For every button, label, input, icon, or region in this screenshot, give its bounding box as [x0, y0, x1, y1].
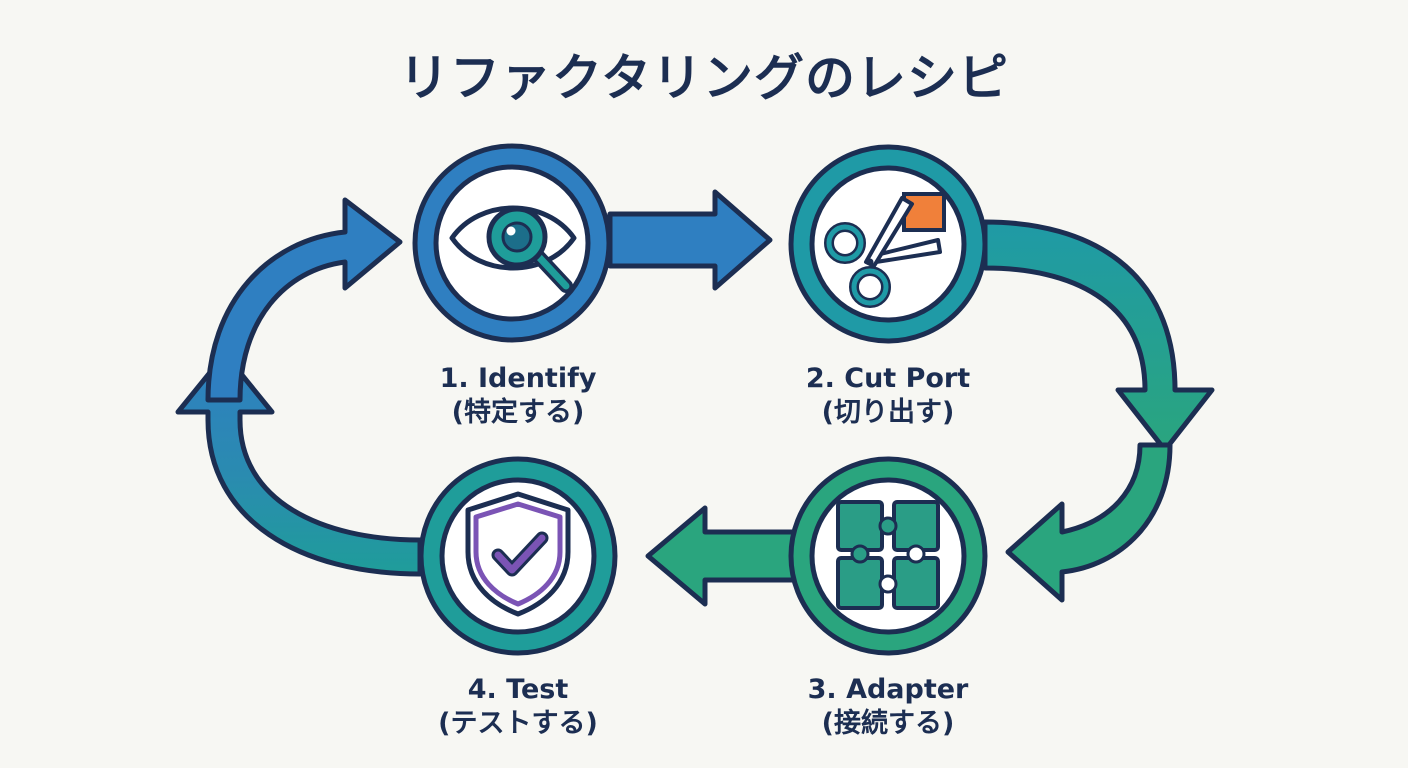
- step-cutport-node: [788, 144, 988, 344]
- arrow-left-loop-up: [175, 351, 423, 577]
- arrow-left-loop-top: [205, 197, 403, 403]
- step-cutport-subtitle: (切り出す): [821, 397, 955, 428]
- step-adapter-title: 3. Adapter: [807, 674, 969, 705]
- step-test-label: 4. Test (テストする): [358, 673, 678, 741]
- eye-magnifier-icon: [449, 205, 577, 293]
- puzzle-icon: [836, 500, 940, 610]
- step-identify-node: [412, 143, 612, 343]
- shield-check-icon: [465, 491, 571, 617]
- diagram-title: リファクタリングのレシピ: [399, 49, 1009, 107]
- step-test-subtitle: (テストする): [438, 708, 598, 739]
- step-identify-subtitle: (特定する): [451, 397, 585, 428]
- arrow-identify-to-cutport: [607, 189, 773, 291]
- step-test-node: [418, 456, 618, 656]
- arrow-adapter-to-test: [645, 505, 808, 607]
- step-test-title: 4. Test: [467, 674, 569, 705]
- step-identify-label: 1. Identify (特定する): [358, 362, 678, 430]
- step-cutport-label: 2. Cut Port (切り出す): [728, 362, 1048, 430]
- step-adapter-node: [788, 456, 988, 656]
- step-adapter-subtitle: (接続する): [821, 708, 955, 739]
- step-cutport-title: 2. Cut Port: [805, 363, 971, 394]
- scissors-icon: [824, 192, 946, 308]
- step-identify-title: 1. Identify: [439, 363, 597, 394]
- arrow-right-loop-return: [1005, 442, 1173, 603]
- step-adapter-label: 3. Adapter (接続する): [728, 673, 1048, 741]
